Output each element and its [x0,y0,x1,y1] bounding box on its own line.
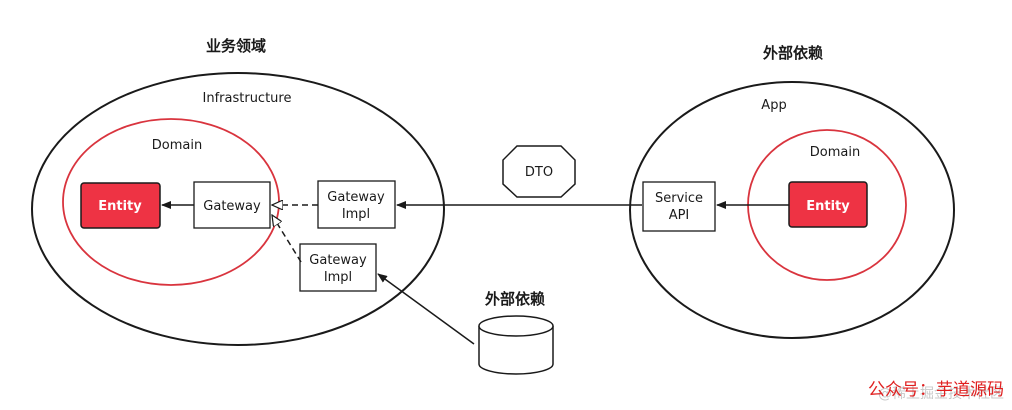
left-entity-label: Entity [98,199,142,214]
gateway-impl-1-line1: Gateway [327,190,385,205]
left-domain-label: Domain [152,138,202,153]
right-title: 外部依赖 [762,44,823,62]
service-api-box: Service API [642,181,716,232]
left-entity-box: Entity [80,182,161,229]
service-api-line1: Service [655,191,703,206]
gateway-box: Gateway [193,181,271,229]
database-cylinder-icon [478,315,554,375]
gateway-impl-1-line2: Impl [342,207,370,222]
dto-label: DTO [525,165,553,180]
arrow-db-to-impl2 [377,273,475,345]
right-entity-label: Entity [806,199,850,214]
left-infrastructure-label: Infrastructure [203,91,292,106]
left-infrastructure-ellipse [31,72,445,346]
right-domain-label: Domain [810,145,860,160]
right-app-label: App [761,98,786,113]
left-title: 业务领域 [206,37,266,55]
database-title: 外部依赖 [484,290,545,308]
right-app-ellipse [629,81,955,339]
service-api-line2: API [669,208,690,223]
gateway-impl-box-1: Gateway Impl [317,180,396,229]
gateway-impl-box-2: Gateway Impl [299,243,377,292]
dto-octagon: DTO [502,145,576,198]
gateway-impl-2-line2: Impl [324,270,352,285]
right-entity-box: Entity [788,181,868,228]
gateway-impl-2-line1: Gateway [309,253,367,268]
watermark-red: 公众号：芋道源码 [868,380,1004,400]
watermark-grey: @稀土掘金技术社区 [878,386,1004,402]
gateway-label: Gateway [203,199,261,214]
